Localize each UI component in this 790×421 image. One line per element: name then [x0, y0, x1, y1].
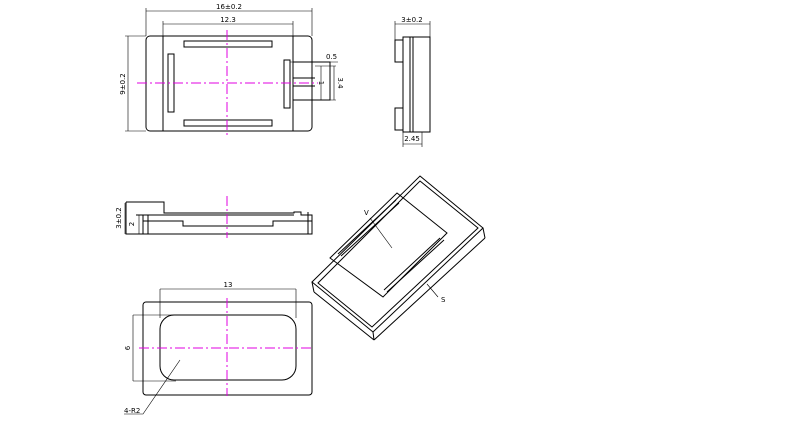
iso-label-b: S — [441, 296, 446, 304]
front-view: 3±0.2 2 — [115, 196, 313, 238]
width-dim-label: 16±0.2 — [216, 3, 242, 11]
side-thickness-label: 3±0.2 — [401, 16, 422, 24]
terminal-offset-label: 0.5 — [326, 53, 337, 61]
height-dim-label: 9±0.2 — [119, 73, 127, 94]
iso-label-a: V — [364, 209, 369, 217]
terminal-span-label: 3.4 — [336, 77, 344, 89]
inner-dim-label: 12.3 — [220, 16, 236, 24]
side-inner-label: 2.45 — [404, 135, 420, 143]
radius-note-label: 4-R2 — [124, 407, 140, 415]
length-dim-label: 13 — [224, 281, 233, 289]
front-step-label: 2 — [128, 222, 136, 226]
bottom-view: 13 6 4-R2 — [124, 281, 314, 415]
side-view: 3±0.2 2.45 — [394, 16, 431, 147]
terminal-width-label: 1 — [317, 81, 325, 85]
isometric-view: V S — [311, 175, 486, 341]
width-dim-label-bottom: 6 — [124, 345, 132, 350]
top-view: 16±0.2 12.3 9±0.2 0.5 1 3.4 — [119, 3, 344, 137]
front-thickness-label: 3±0.2 — [115, 207, 123, 228]
